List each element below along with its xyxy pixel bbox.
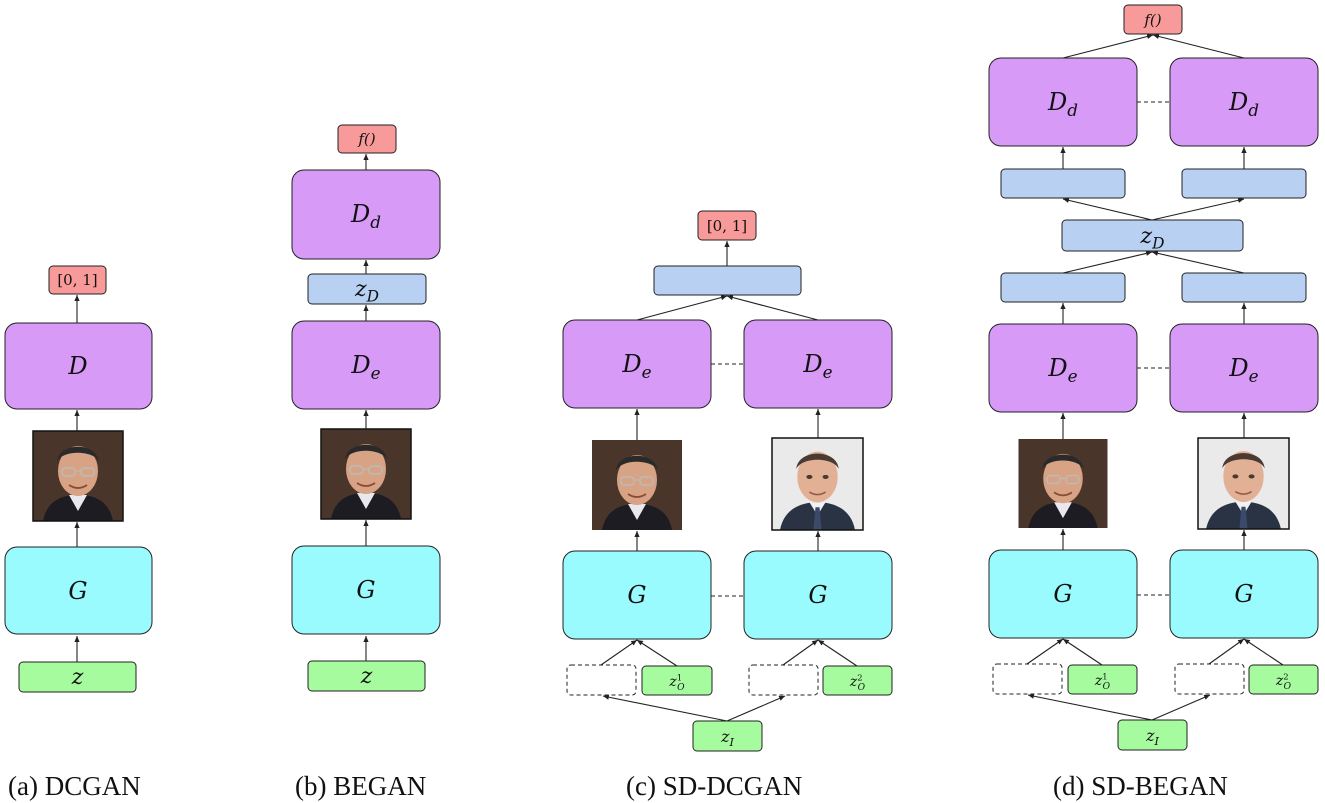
generated-face-right-image <box>771 437 864 531</box>
latent-zd-label: zD <box>1140 224 1165 253</box>
identity-slot-left-node <box>992 663 1063 695</box>
output-prob-node <box>697 210 757 241</box>
generator-left-label: G <box>627 581 646 609</box>
joint-latent-node <box>653 265 802 296</box>
output-f-node <box>337 124 397 154</box>
latent-zd-node <box>307 273 427 305</box>
identity-slot-left-node <box>566 664 637 696</box>
identity-zi-label: zI <box>720 727 734 749</box>
latent-zd-label: zD <box>354 277 379 306</box>
generator-node <box>4 546 153 635</box>
discriminator-node <box>4 322 153 410</box>
generator-label: G <box>68 577 87 605</box>
generated-face-left-image <box>592 440 682 530</box>
panel-began: f() Dd zD De G z (b) BEGAN <box>291 124 441 801</box>
decoder-dd-label: Dd <box>350 200 381 232</box>
generator-right-label: G <box>1234 580 1253 608</box>
latent-left-lower-node <box>1000 272 1126 303</box>
identity-zi-label: zI <box>1145 726 1159 748</box>
panel-dcgan: [0, 1] D G z (a) DCGAN <box>4 265 153 801</box>
encoder-de-label: De <box>350 351 380 383</box>
encoder-de-right-label: De <box>802 350 832 382</box>
encoder-de-left-label: De <box>1047 354 1077 386</box>
generated-face-right-image <box>1197 437 1290 530</box>
caption-sd-dcgan: (c) SD-DCGAN <box>626 771 802 801</box>
caption-sd-began: (d) SD-BEGAN <box>1053 771 1228 801</box>
latent-right-lower-node <box>1181 272 1307 303</box>
encoder-de-right-label: De <box>1228 354 1258 386</box>
generated-face-image <box>320 428 412 520</box>
output-f-label: f() <box>1143 11 1161 29</box>
output-prob-label: [0, 1] <box>57 271 97 289</box>
caption-began: (b) BEGAN <box>295 771 426 801</box>
decoder-dd-left-label: Dd <box>1047 88 1078 120</box>
latent-right-upper-node <box>1181 168 1307 199</box>
identity-slot-right-node <box>1174 663 1245 695</box>
generated-face-image <box>32 430 124 522</box>
identity-slot-right-node <box>748 664 819 696</box>
output-prob-label: [0, 1] <box>707 217 747 235</box>
discriminator-label: D <box>67 352 87 380</box>
encoder-de-left-label: De <box>621 350 651 382</box>
observation-zo2-node <box>822 665 893 696</box>
noise-z-label: z <box>71 665 84 690</box>
output-f-label: f() <box>357 130 375 148</box>
caption-dcgan: (a) DCGAN <box>8 771 141 801</box>
generator-left-label: G <box>1053 580 1072 608</box>
generator-right-label: G <box>808 581 827 609</box>
generated-face-left-image <box>1018 439 1108 528</box>
generator-label: G <box>356 576 375 604</box>
decoder-dd-right-label: Dd <box>1228 88 1259 120</box>
noise-z-label: z <box>360 664 373 689</box>
observation-zo1-node <box>1067 664 1138 695</box>
output-prob-node <box>48 265 107 295</box>
observation-zo2-node <box>1248 664 1319 695</box>
latent-left-upper-node <box>1000 168 1126 199</box>
